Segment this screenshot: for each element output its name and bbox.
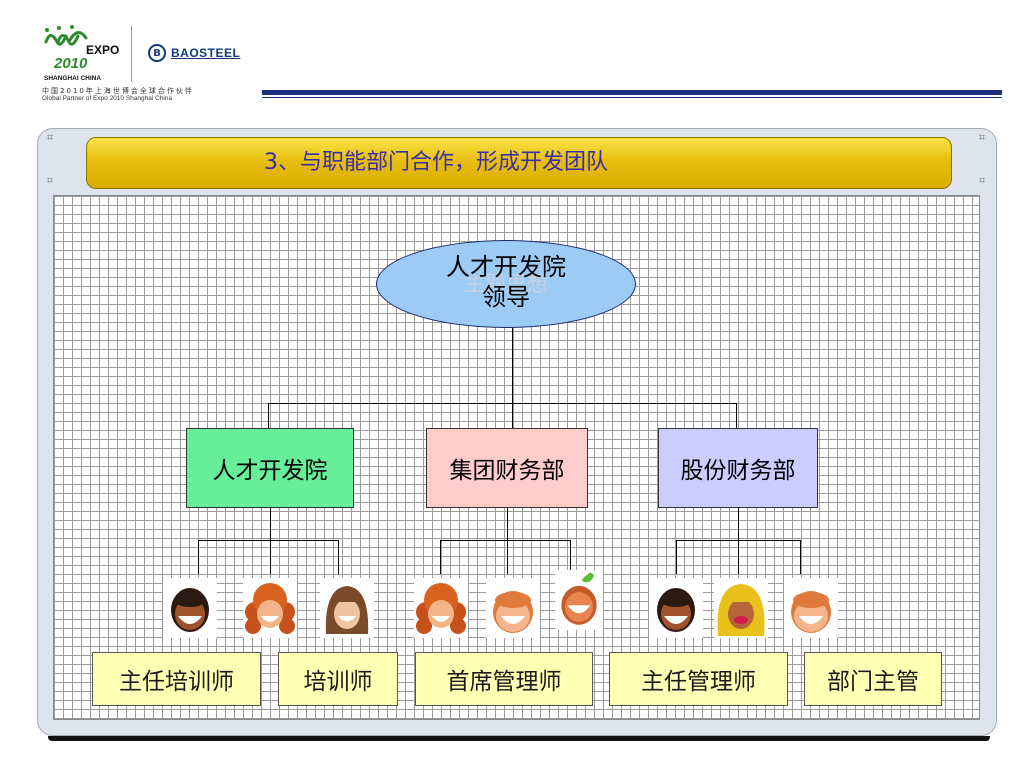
smiling-face-icon [486, 578, 540, 638]
slide-title: 3、与职能部门合作，形成开发团队 [264, 150, 608, 175]
leadership-oval [376, 240, 636, 328]
leadership-label-line1: 人才开发院 [446, 253, 566, 281]
connector-line [512, 328, 513, 403]
role-box: 主任管理师 [609, 652, 788, 706]
smiling-face-icon [163, 578, 217, 638]
header-rule [262, 90, 1002, 95]
leadership-label-line2: 领导 [482, 283, 530, 311]
smiling-face-icon [243, 578, 297, 638]
smiling-face-icon [414, 578, 468, 638]
role-box: 培训师 [278, 652, 398, 706]
connector-line [738, 508, 739, 540]
oval-placeholder-text: 主题思想 [464, 272, 548, 296]
smiling-face-icon [649, 578, 703, 638]
connector-line [268, 403, 269, 428]
expo-year-text: 2010 [53, 55, 88, 72]
baosteel-logo: B BAOSTEEL [148, 44, 240, 62]
connector-line [676, 540, 677, 574]
connector-line [570, 540, 571, 574]
corner-ornament-icon: ⌗ [46, 174, 54, 187]
role-box: 首席管理师 [415, 652, 593, 706]
connector-line [800, 540, 801, 574]
department-box: 集团财务部 [426, 428, 588, 508]
smiling-face-icon [714, 578, 768, 638]
smiling-face-icon [320, 578, 374, 638]
connector-line [738, 540, 739, 574]
corner-ornament-icon: ⌗ [978, 131, 986, 144]
leadership-label: 人才开发院 领导 [376, 252, 636, 312]
connector-line [198, 540, 199, 574]
role-box: 部门主管 [804, 652, 942, 706]
connector-line [512, 403, 513, 428]
expo-2010-logo: EXPO 2010 SHANGHAI CHINA [44, 25, 119, 82]
department-box: 股份财务部 [658, 428, 818, 508]
connector-line [507, 540, 508, 574]
header-rule-thin [262, 97, 1002, 98]
title-bar [86, 137, 952, 189]
frame-shadow [48, 736, 990, 741]
connector-line [268, 403, 736, 404]
logo-divider [131, 26, 132, 82]
expo-city-text: SHANGHAI CHINA [44, 75, 101, 82]
connector-line [198, 540, 338, 541]
partner-tagline-zh: 中国2010年上海世博会全球合作伙伴 [42, 87, 194, 95]
connector-line [270, 508, 271, 540]
connector-line [338, 540, 339, 574]
connector-line [440, 540, 441, 574]
connector-line [270, 540, 271, 574]
baosteel-logo-text: BAOSTEEL [171, 46, 241, 60]
partner-tagline-en: Global Partner of Expo 2010 Shanghai Chi… [42, 95, 173, 102]
smiling-face-icon [555, 570, 603, 630]
baosteel-mark-icon: B [148, 44, 166, 62]
smiling-face-icon [784, 578, 838, 638]
corner-ornament-icon: ⌗ [978, 174, 986, 187]
department-box: 人才开发院 [186, 428, 354, 508]
role-box: 主任培训师 [92, 652, 261, 706]
expo-logo-text: EXPO [86, 43, 119, 57]
connector-line [507, 508, 508, 540]
connector-line [736, 403, 737, 428]
expo-figures-icon [44, 25, 88, 46]
corner-ornament-icon: ⌗ [46, 131, 54, 144]
connector-line [440, 540, 570, 541]
